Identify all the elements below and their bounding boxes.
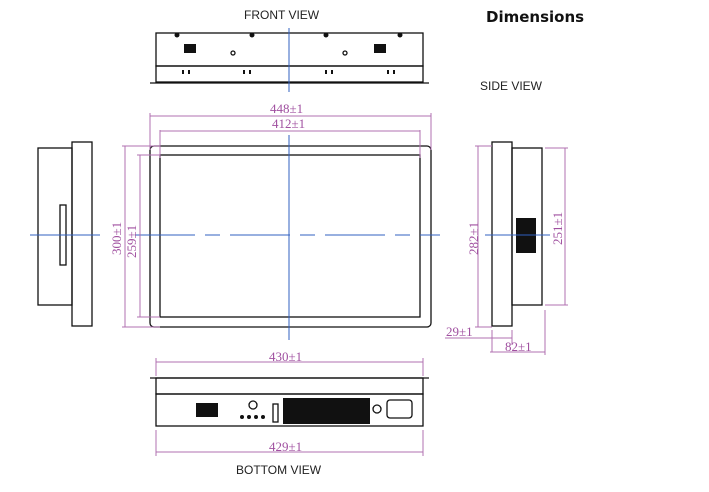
dim-inner-width: 412±1 bbox=[272, 116, 305, 131]
dim-side-inner-height: 251±1 bbox=[550, 212, 565, 245]
top-view bbox=[150, 28, 429, 92]
dim-inner-height: 259±1 bbox=[124, 225, 139, 258]
left-side-view bbox=[30, 141, 100, 327]
side-view-label: SIDE VIEW bbox=[480, 79, 543, 93]
bottom-view-label: BOTTOM VIEW bbox=[236, 463, 322, 477]
dim-outer-width: 448±1 bbox=[270, 101, 303, 116]
dim-bottom-inner-width: 429±1 bbox=[269, 439, 302, 454]
right-side-view: 282±1 251±1 29±1 82±1 bbox=[445, 141, 568, 355]
front-view: 448±1 412±1 300±1 259±1 bbox=[109, 101, 440, 340]
dim-bezel-depth: 29±1 bbox=[446, 324, 473, 339]
bottom-view: 430±1 429±1 bbox=[150, 349, 429, 456]
dim-outer-height: 300±1 bbox=[109, 222, 124, 255]
page-title: Dimensions bbox=[486, 8, 584, 26]
dim-bottom-width: 430±1 bbox=[269, 349, 302, 364]
front-view-label: FRONT VIEW bbox=[244, 8, 320, 22]
dim-side-height: 282±1 bbox=[466, 222, 481, 255]
dim-total-depth: 82±1 bbox=[505, 339, 532, 354]
